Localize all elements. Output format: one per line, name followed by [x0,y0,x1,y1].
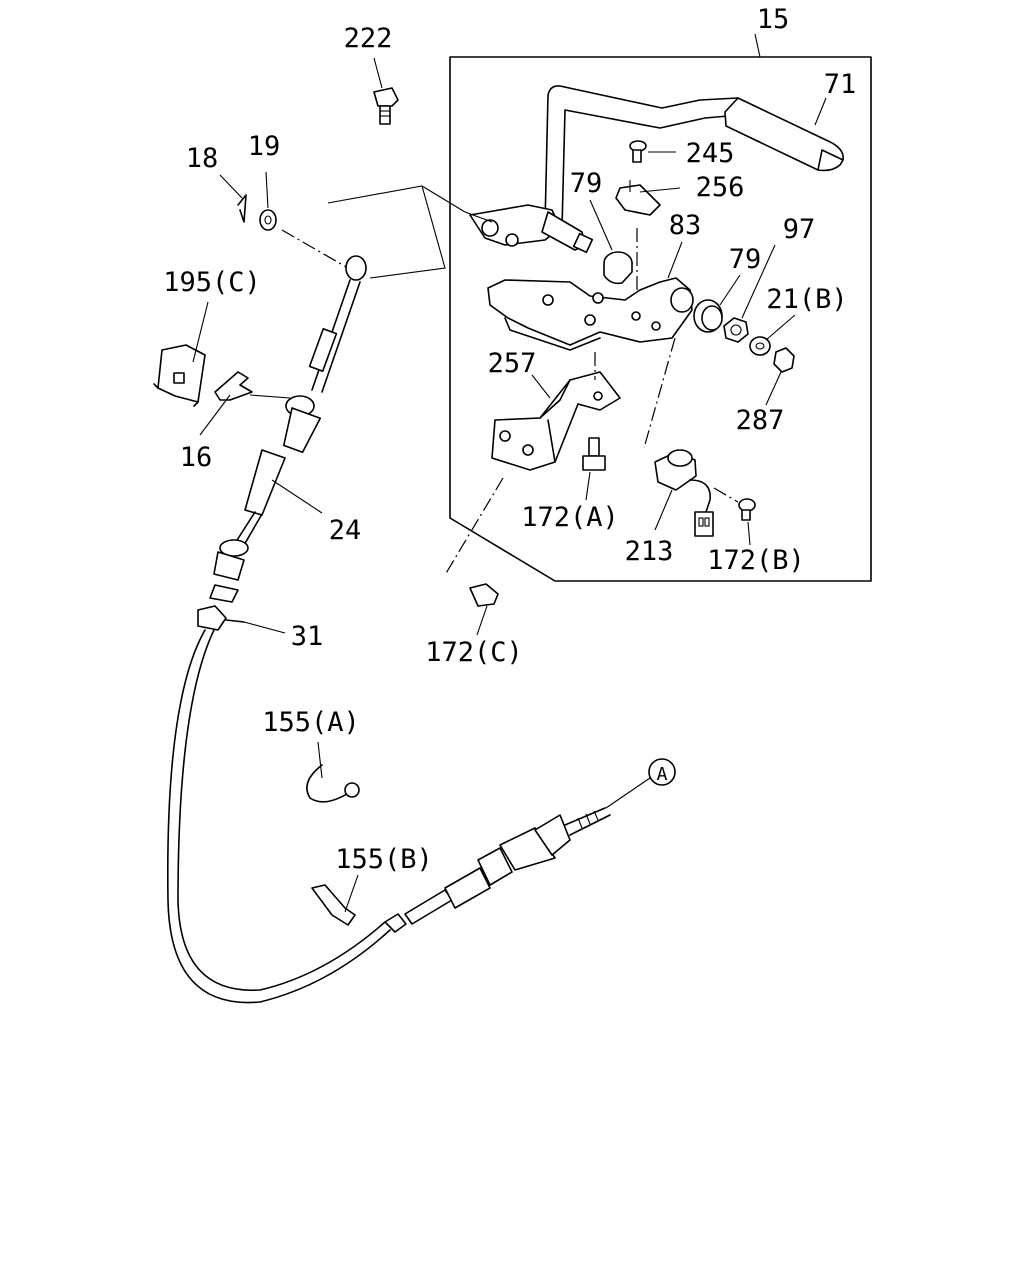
leader-19 [265,171,269,209]
part-24-brake-cable [166,255,611,1004]
leader-ref-a [605,777,651,809]
leader-24 [271,479,323,514]
label-172b: 172(B) [707,545,805,576]
leader-155b [344,874,359,913]
leader-15 [754,33,761,58]
label-31: 31 [291,621,324,652]
part-245-bolt [629,140,647,163]
label-83: 83 [669,210,702,241]
label-15: 15 [757,4,790,35]
label-245: 245 [686,138,735,169]
label-71: 71 [824,69,857,100]
label-97: 97 [783,214,816,245]
label-18: 18 [186,143,219,174]
dash-172b [713,487,739,503]
label-79b: 79 [729,244,762,275]
leader-18 [219,174,243,199]
leader-79a [589,199,613,251]
label-ref-a: A [657,764,668,785]
label-24: 24 [329,515,362,546]
label-16: 16 [180,442,213,473]
leader-155a [317,741,323,779]
label-256: 256 [696,172,745,203]
leader-21b [765,314,796,341]
leader-257 [531,374,551,399]
part-pivot-shaft [464,204,594,254]
leader-222 [373,57,383,89]
label-79a: 79 [570,168,603,199]
label-195c: 195(C) [163,267,261,298]
part-213-switch [654,449,714,537]
leader-256 [639,187,681,193]
label-155a: 155(A) [262,707,360,738]
leader-213 [654,489,673,531]
part-71-brake-lever [544,85,844,229]
leader-71 [814,97,827,126]
label-257: 257 [488,348,537,379]
part-155a-clip [306,764,360,803]
leader-83 [667,241,683,279]
leader-287 [765,371,782,406]
leader-172b [747,521,751,546]
part-16-clip [214,371,253,401]
leader-172c [476,605,488,636]
leader-195c [192,301,209,363]
part-222-bolt [373,87,399,125]
assembly-15-frame [449,56,872,582]
leader-16 [199,394,231,436]
leader-79b [719,274,741,306]
part-256-clip [615,180,661,216]
dash-172c [444,477,504,576]
part-79-bushing-right [693,299,723,333]
leader-97 [741,244,776,319]
label-213: 213 [625,536,674,567]
part-79-bushing-left [603,251,633,285]
part-155b-clip [311,884,356,926]
part-172b-bolt [738,498,756,521]
part-195c-bracket [153,344,206,407]
label-155b: 155(B) [335,844,433,875]
part-97-nut [723,317,749,343]
label-19: 19 [248,131,281,162]
leader-31 [243,621,286,634]
part-172a-bolt [582,437,606,471]
dash-16 [249,394,291,399]
dash-19 [281,229,349,269]
label-172c: 172(C) [425,637,523,668]
label-21b: 21(B) [766,284,847,315]
part-21b-washer [749,336,771,356]
part-18-clip [237,194,247,223]
part-257-bracket [491,371,621,471]
part-172c-bolt [469,583,499,607]
reference-a-circle [648,758,676,786]
label-287: 287 [736,405,785,436]
label-222: 222 [344,23,393,54]
part-287-nut [773,347,795,373]
dash-213 [643,337,676,449]
label-172a: 172(A) [521,502,619,533]
leader-172a [585,471,591,501]
part-19-washer [259,209,277,231]
projection-plane [327,185,446,279]
part-83-bracket [487,277,694,351]
